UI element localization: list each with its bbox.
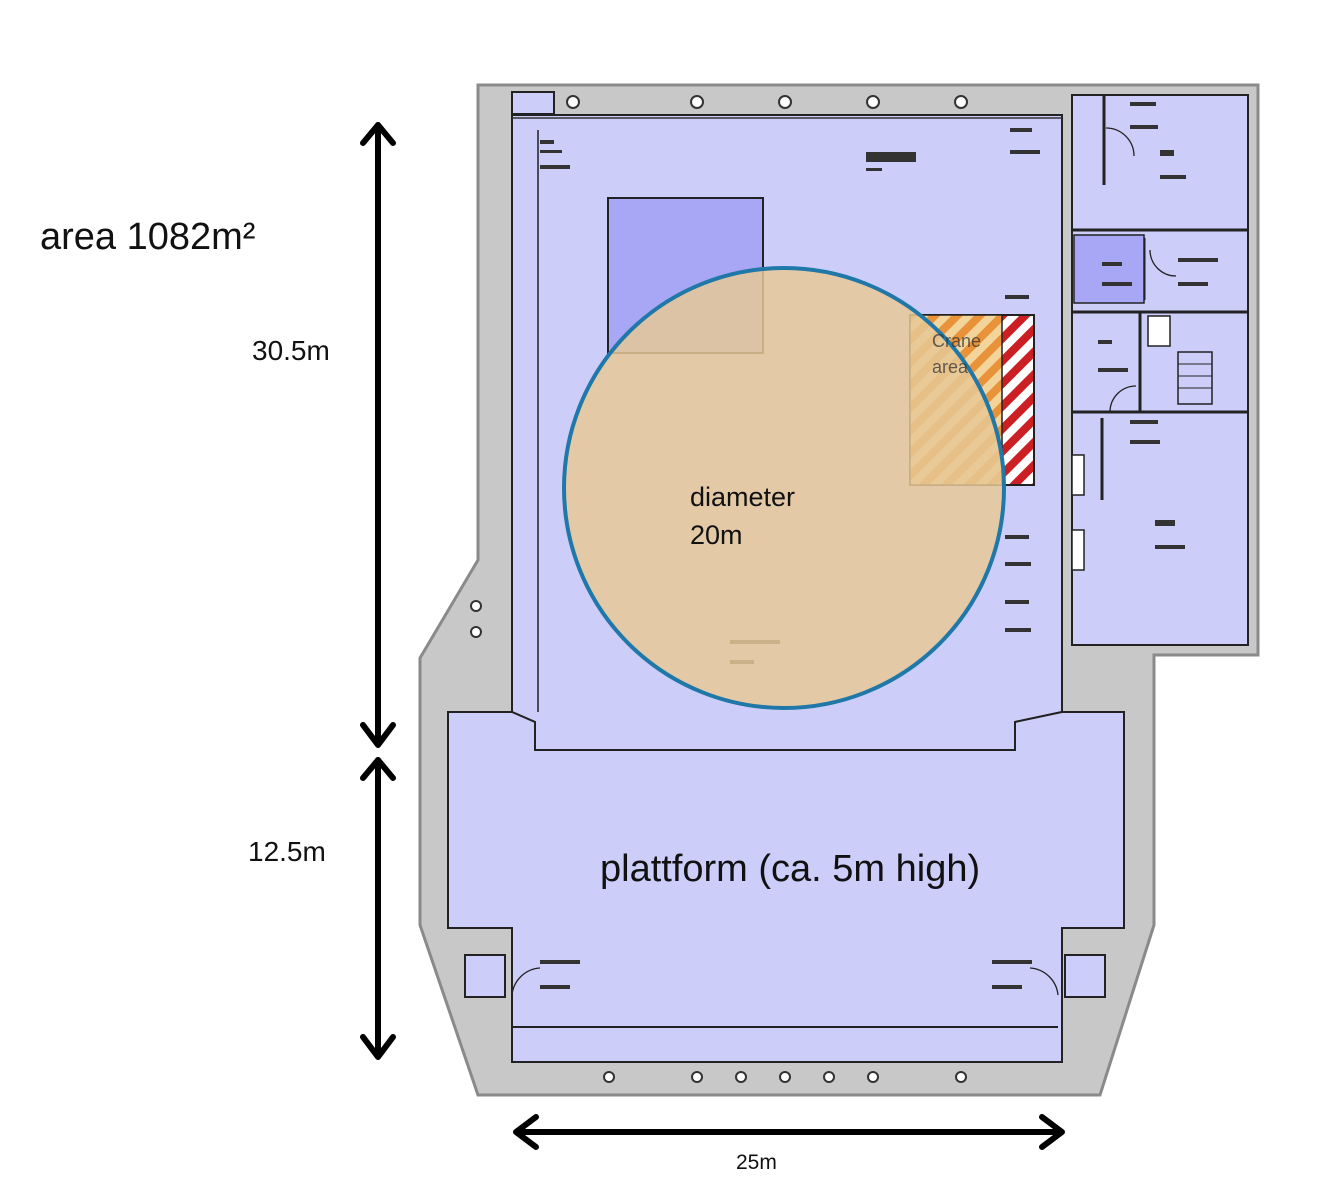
platform-label: plattform (ca. 5m high): [600, 848, 981, 890]
platform-floor: [447, 711, 1125, 1063]
side-rooms: [1071, 94, 1249, 646]
wall-columns: [470, 95, 968, 1083]
area-label: area 1082m²: [40, 216, 256, 258]
dimension-arrows: [360, 122, 1065, 1150]
height-upper-label: 30.5m: [252, 335, 330, 366]
width-label: 25m: [736, 1151, 777, 1174]
diameter-circle: [562, 266, 1006, 710]
shaft-bottom-left: [464, 954, 506, 998]
height-lower-label: 12.5m: [248, 836, 326, 867]
crane-label-line2: area: [932, 357, 969, 377]
shaft-bottom-right: [1064, 954, 1106, 998]
circle-label-line2: 20m: [690, 520, 743, 550]
crane-label-line1: Crane: [932, 331, 982, 351]
circle-label-line1: diameter: [690, 482, 796, 512]
shaft-top-left: [511, 91, 555, 115]
